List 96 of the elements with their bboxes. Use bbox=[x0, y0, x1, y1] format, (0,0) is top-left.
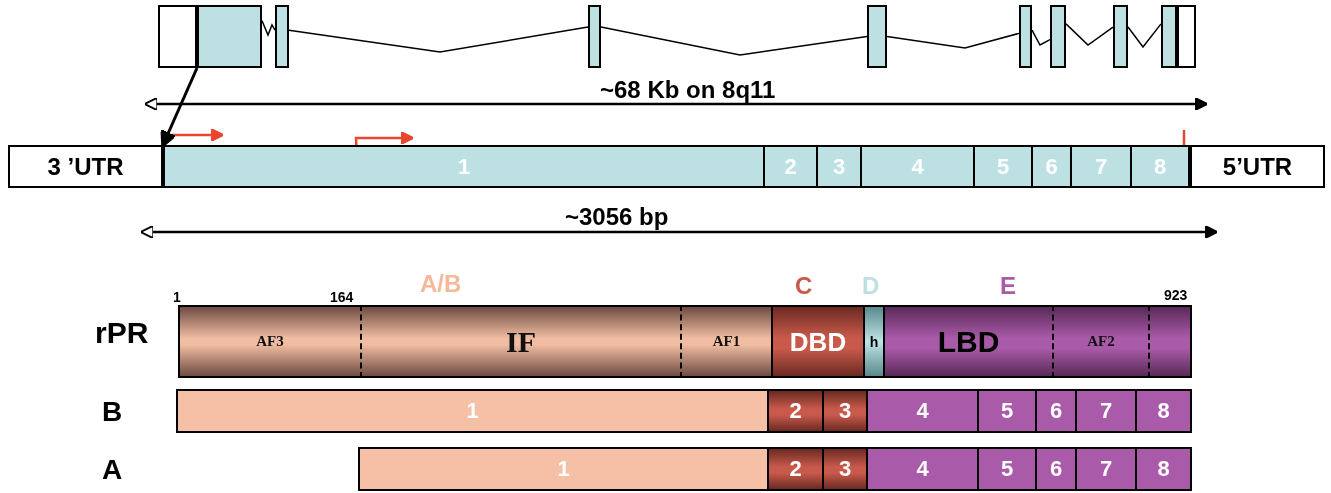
exon-number: 1 bbox=[457, 155, 471, 178]
domain-segment bbox=[360, 305, 682, 378]
exon-box bbox=[973, 145, 1033, 188]
exon-box bbox=[1035, 447, 1077, 491]
exon-box bbox=[1019, 5, 1032, 68]
exon-number: 3 bbox=[838, 400, 852, 422]
exon-number: 2 bbox=[789, 458, 802, 480]
exon-number: 6 bbox=[1045, 155, 1058, 178]
intron-line bbox=[288, 26, 589, 53]
exon-box bbox=[767, 389, 824, 433]
exon-box bbox=[860, 145, 975, 188]
domain-segment bbox=[680, 305, 773, 378]
domain-segment bbox=[863, 305, 885, 378]
exon-box bbox=[1135, 389, 1192, 433]
utr-box bbox=[8, 145, 163, 188]
domain-label: LBD bbox=[937, 326, 1000, 357]
exon-box bbox=[816, 145, 862, 188]
exon-box bbox=[176, 389, 769, 433]
exon-box bbox=[866, 389, 979, 433]
domain-label: AF1 bbox=[712, 334, 741, 349]
exon-box bbox=[1161, 5, 1177, 68]
exon-number: 6 bbox=[1049, 458, 1063, 480]
exon-box bbox=[163, 145, 765, 188]
utr-label: 3 ’UTR bbox=[47, 154, 124, 179]
domain-segment bbox=[1052, 305, 1150, 378]
exon-number: 8 bbox=[1157, 458, 1170, 480]
exon-box bbox=[358, 447, 769, 491]
exon-box bbox=[1070, 145, 1132, 188]
domain-segment bbox=[1148, 305, 1192, 378]
utr-label: 5’UTR bbox=[1222, 154, 1293, 179]
exon-box bbox=[822, 389, 868, 433]
exon-number: 4 bbox=[916, 400, 929, 422]
domain-segment bbox=[178, 305, 362, 378]
exon-box bbox=[1113, 5, 1128, 68]
exon-number: 7 bbox=[1099, 458, 1113, 480]
exon-number: 1 bbox=[466, 400, 479, 422]
exon-number: 2 bbox=[789, 400, 802, 422]
dimension-label: ~68 Kb on 8q11 bbox=[600, 78, 776, 102]
exon-box bbox=[977, 389, 1037, 433]
position-number: 1 bbox=[173, 290, 181, 304]
exon-box bbox=[867, 5, 887, 68]
exon-box bbox=[1075, 389, 1137, 433]
exon-box bbox=[197, 5, 262, 68]
arrow bbox=[160, 67, 199, 148]
domain-label: h bbox=[869, 334, 879, 349]
exon-box bbox=[275, 5, 289, 68]
exon-box bbox=[1135, 447, 1192, 491]
domain-segment bbox=[771, 305, 865, 378]
exon-number: 2 bbox=[784, 155, 797, 178]
row-label: B bbox=[102, 398, 123, 426]
intron-line bbox=[1127, 23, 1162, 49]
exon-box bbox=[1075, 447, 1137, 491]
row-label: rPR bbox=[95, 318, 149, 348]
exon-number: 4 bbox=[911, 155, 924, 178]
exon-number: 7 bbox=[1094, 155, 1108, 178]
region-label: A/B bbox=[420, 272, 462, 296]
intron-line bbox=[261, 20, 276, 37]
exon-box bbox=[767, 447, 824, 491]
position-number: 923 bbox=[1164, 288, 1188, 302]
exon-number: 1 bbox=[557, 458, 570, 480]
domain-segment bbox=[883, 305, 1054, 378]
position-number: 164 bbox=[330, 290, 354, 304]
exon-box bbox=[1035, 389, 1077, 433]
utr-box bbox=[158, 5, 197, 68]
region-label: C bbox=[795, 274, 813, 298]
row-label: A bbox=[102, 456, 123, 484]
exon-box bbox=[588, 5, 601, 68]
exon-box bbox=[1050, 5, 1066, 68]
domain-label: AF3 bbox=[256, 334, 284, 349]
region-label: D bbox=[862, 274, 880, 298]
exon-box bbox=[977, 447, 1037, 491]
exon-number: 5 bbox=[1000, 400, 1014, 422]
domain-label: DBD bbox=[789, 328, 847, 355]
intron-line bbox=[1031, 29, 1051, 46]
exon-box bbox=[1130, 145, 1190, 188]
exon-number: 8 bbox=[1153, 155, 1167, 178]
intron-line bbox=[886, 32, 1020, 49]
region-label: E bbox=[1000, 274, 1016, 298]
exon-number: 5 bbox=[1000, 458, 1014, 480]
intron-line bbox=[1065, 23, 1114, 46]
exon-box bbox=[1031, 145, 1072, 188]
exon-number: 3 bbox=[832, 155, 846, 178]
exon-number: 8 bbox=[1157, 400, 1170, 422]
domain-label: AF2 bbox=[1087, 334, 1115, 349]
exon-box bbox=[822, 447, 868, 491]
exon-number: 5 bbox=[996, 155, 1010, 178]
exon-box bbox=[763, 145, 818, 188]
utr-box bbox=[1177, 5, 1196, 68]
exon-box bbox=[866, 447, 979, 491]
domain-label: IF bbox=[506, 326, 536, 357]
exon-number: 4 bbox=[916, 458, 929, 480]
utr-box bbox=[1190, 145, 1325, 188]
exon-number: 3 bbox=[838, 458, 852, 480]
intron-line bbox=[600, 26, 868, 56]
exon-number: 6 bbox=[1049, 400, 1063, 422]
exon-number: 7 bbox=[1099, 400, 1113, 422]
